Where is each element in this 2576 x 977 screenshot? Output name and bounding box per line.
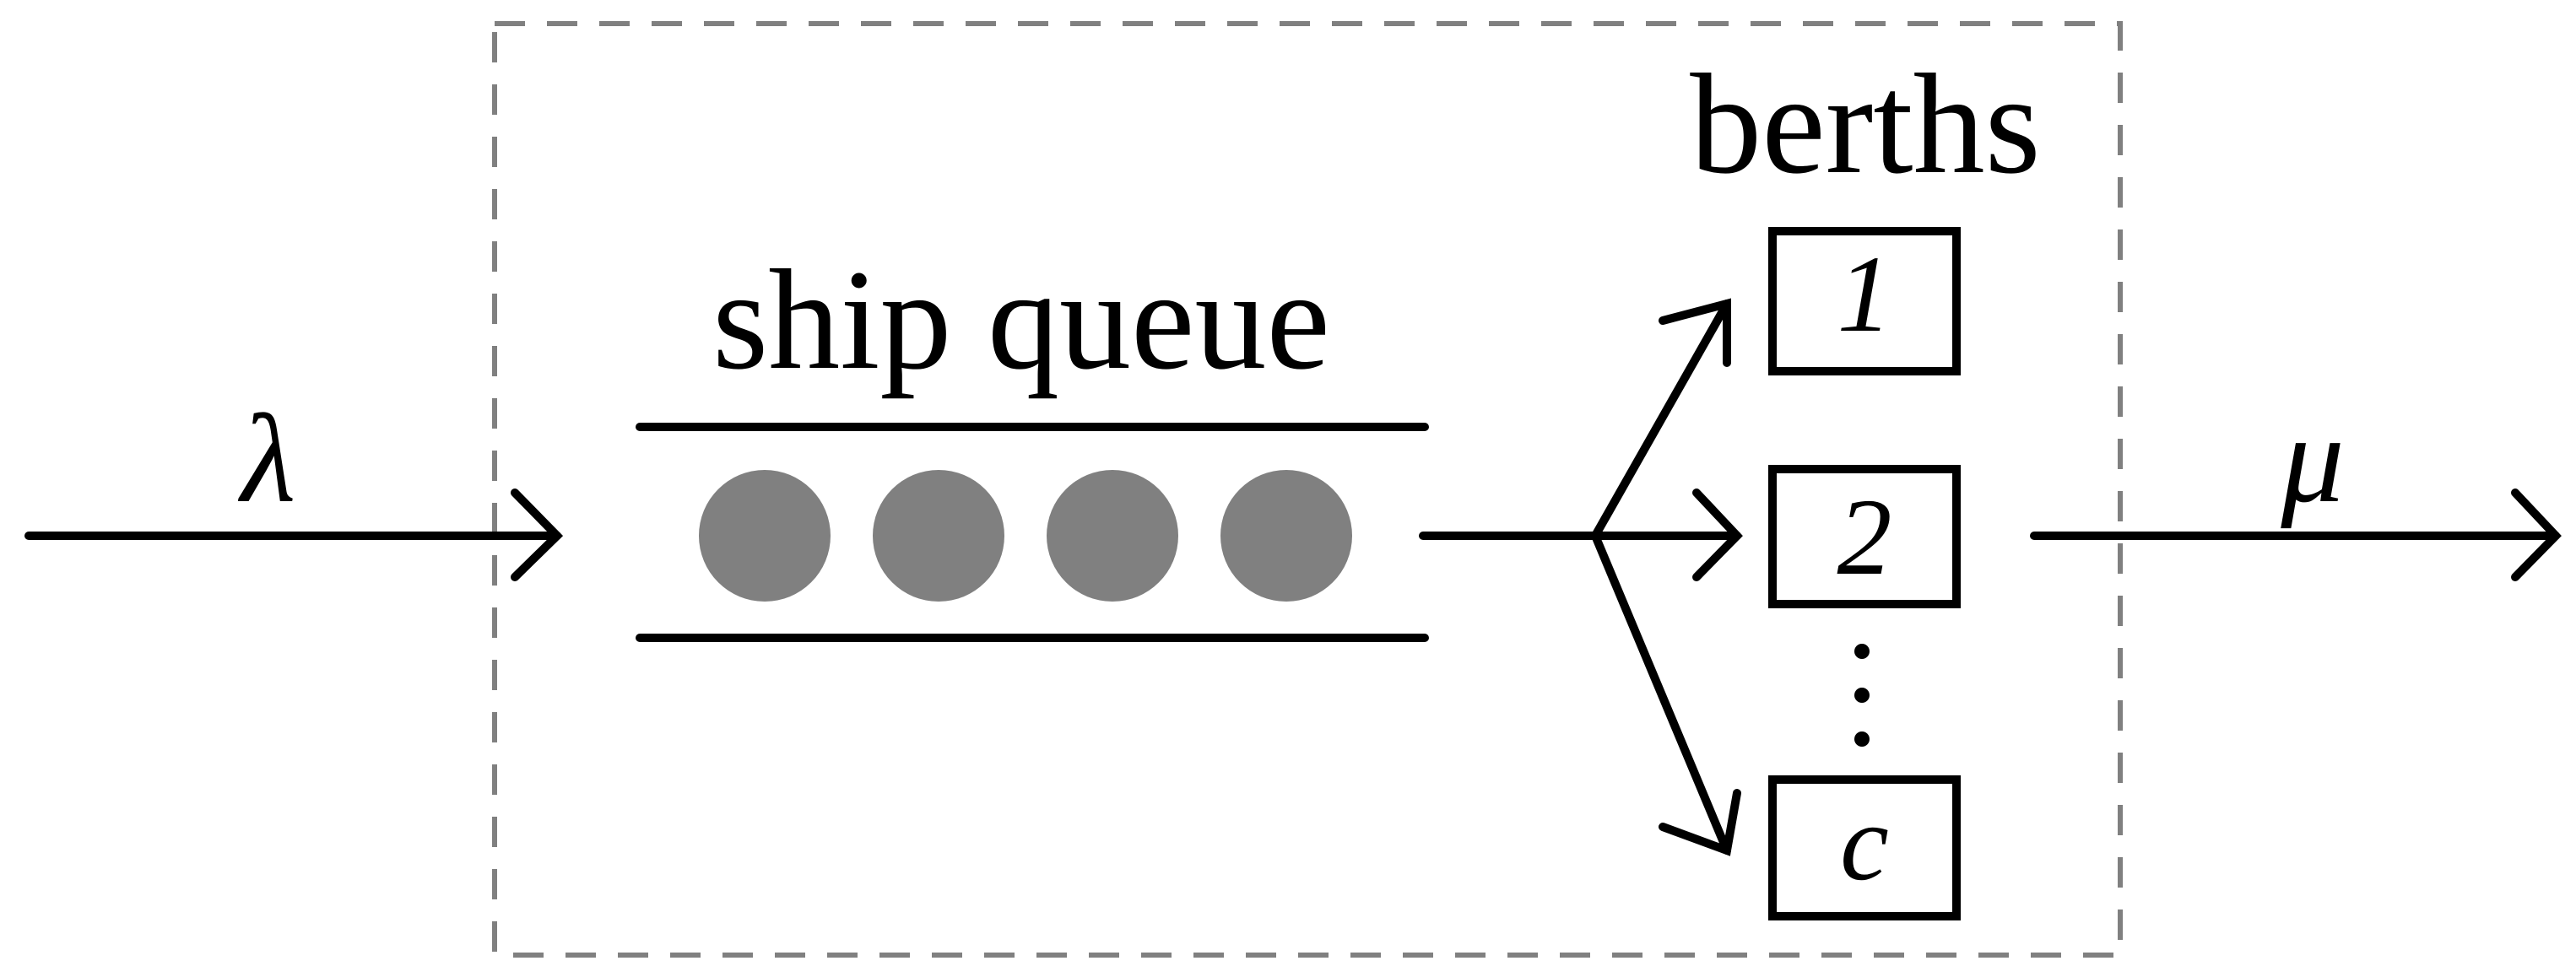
queue-label: ship queue bbox=[712, 240, 1330, 399]
ship-1 bbox=[699, 470, 831, 602]
ship-queue bbox=[699, 470, 1352, 602]
berths-ellipsis bbox=[1854, 644, 1870, 747]
arrow-to-berth-c-head bbox=[1659, 789, 1741, 856]
arrival-rate-label: λ bbox=[238, 389, 296, 529]
departure-arrow bbox=[2030, 488, 2562, 581]
arrow-to-berth-1 bbox=[1591, 300, 1731, 540]
berth-c-label: c bbox=[1840, 782, 1889, 904]
arrow-to-berth-1-head bbox=[1659, 298, 1731, 367]
ship-2 bbox=[873, 470, 1004, 602]
berth-2-label: 2 bbox=[1837, 477, 1892, 598]
service-rate-label: μ bbox=[2280, 389, 2344, 529]
berth-2: 2 bbox=[1768, 465, 1961, 608]
berth-1: 1 bbox=[1768, 227, 1961, 375]
berth-c: c bbox=[1768, 775, 1961, 920]
ship-4 bbox=[1220, 470, 1352, 602]
arrow-to-berth-c bbox=[1591, 532, 1731, 855]
ship-3 bbox=[1047, 470, 1178, 602]
berths-label: berths bbox=[1690, 45, 2040, 203]
berth-1-label: 1 bbox=[1837, 234, 1892, 355]
arrow-to-berth-2-head bbox=[1692, 488, 1743, 581]
dispatch-arrows bbox=[1419, 298, 1743, 856]
arrival-arrow bbox=[24, 488, 564, 581]
system-boundary bbox=[492, 21, 2123, 958]
